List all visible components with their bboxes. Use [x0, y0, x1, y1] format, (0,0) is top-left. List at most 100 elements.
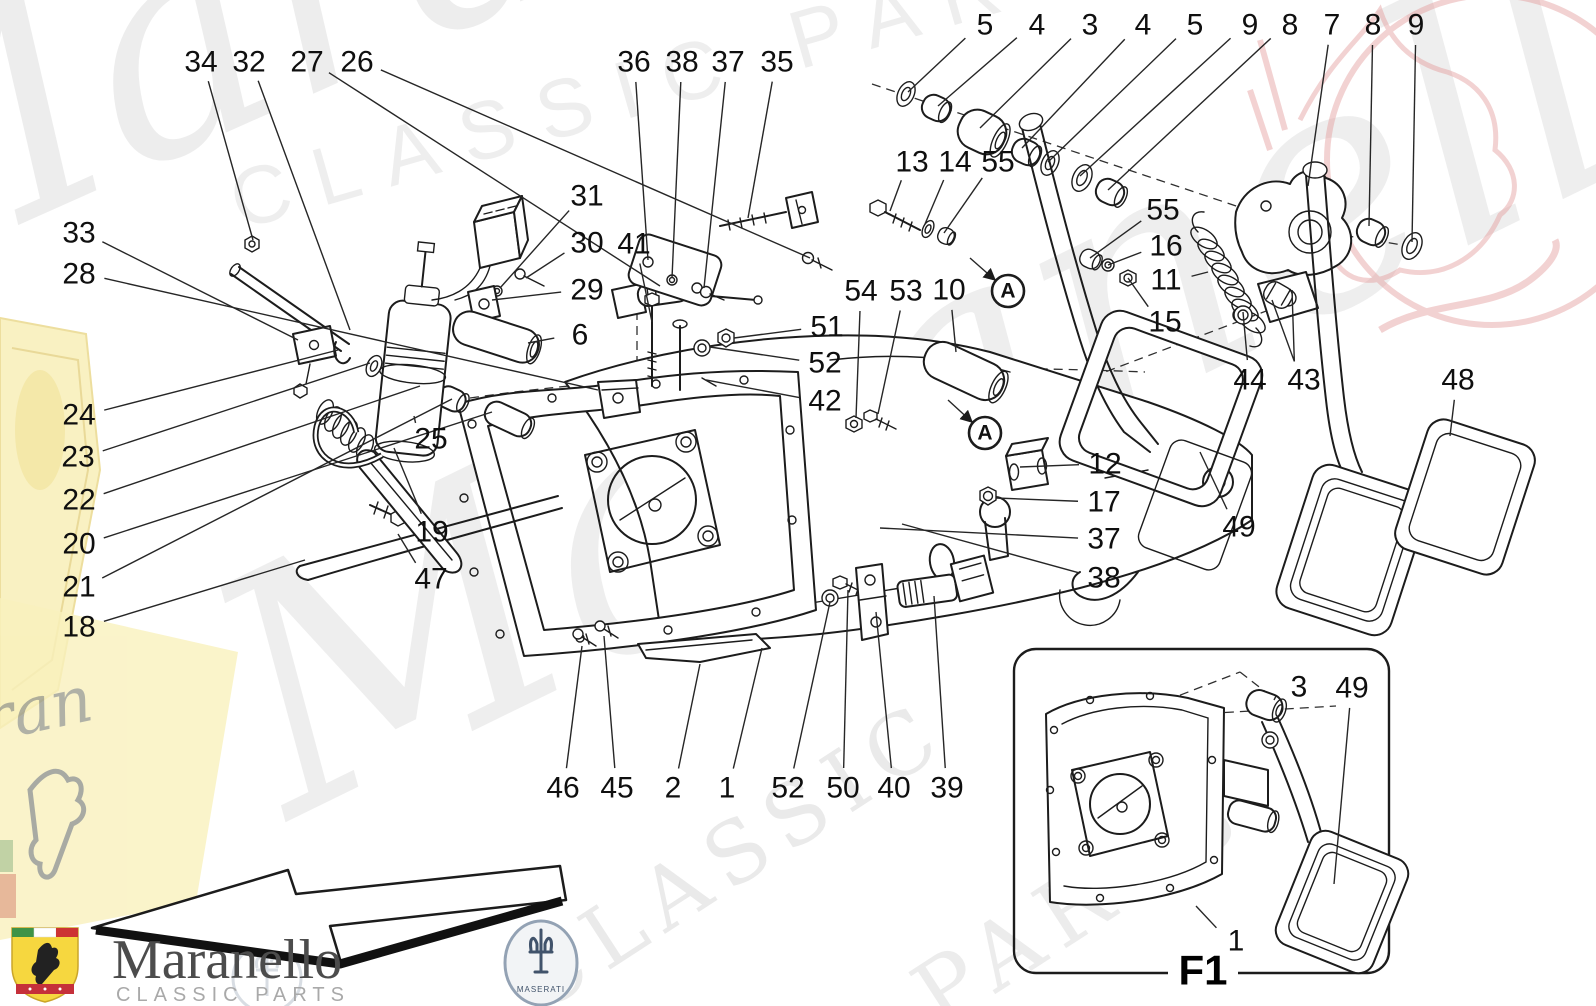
- part-number-37: 37: [711, 46, 744, 79]
- part-number-19: 19: [415, 516, 448, 549]
- part-number-21: 21: [62, 571, 95, 604]
- part-callout-5: 5: [907, 9, 994, 93]
- inset-label-f1: F1: [1178, 947, 1227, 994]
- part-number-26: 26: [340, 46, 373, 79]
- part-number-2: 2: [665, 772, 682, 805]
- part-callout-48: 48: [1441, 364, 1475, 437]
- part-callout-13: 13: [889, 146, 929, 212]
- part-number-36: 36: [617, 46, 650, 79]
- part-number-47: 47: [414, 563, 447, 596]
- part-callout-33: 33: [62, 217, 299, 341]
- part-callout-17: 17: [995, 486, 1121, 519]
- part-number-55: 55: [1146, 194, 1179, 227]
- part-callout-29: 29: [491, 274, 604, 307]
- part-number-13: 13: [895, 146, 928, 179]
- bolt-13-drawing: [869, 199, 957, 246]
- part-number-5: 5: [977, 9, 994, 42]
- part-callout-12: 12: [1019, 448, 1122, 481]
- part-callout-31: 31: [499, 180, 604, 289]
- part-callout-4: 4: [937, 9, 1045, 107]
- part-number-24: 24: [62, 399, 95, 432]
- part-callout-8: 8: [1365, 9, 1381, 227]
- fasteners-53-54-drawing: [845, 409, 897, 433]
- part-callout-3: 3: [979, 9, 1098, 129]
- part-callout-18: 18: [62, 559, 306, 644]
- part-number-7: 7: [1324, 9, 1341, 42]
- part-callout-16: 16: [1107, 230, 1183, 266]
- part-callout-38: 38: [665, 46, 699, 279]
- part-number-54: 54: [844, 275, 877, 308]
- solenoid-drawing: [312, 241, 452, 469]
- part-callout-4: 4: [1021, 9, 1152, 149]
- part-number-35: 35: [760, 46, 793, 79]
- part-number-22: 22: [62, 484, 95, 517]
- part-number-40: 40: [877, 772, 910, 805]
- bottom-bar-drawing: [572, 620, 771, 663]
- part-number-11: 11: [1150, 264, 1181, 297]
- part-callout-47: 47: [397, 533, 448, 596]
- part-callout-8: 8: [1107, 9, 1298, 191]
- part-callout-22: 22: [62, 385, 421, 517]
- part-callout-49: 49: [1333, 672, 1369, 885]
- switch-bracket-cluster-drawing: [821, 554, 995, 641]
- part-number-51: 51: [810, 311, 843, 344]
- part-callout-15: 15: [1127, 277, 1182, 339]
- part-callout-55: 55: [1089, 194, 1180, 259]
- part-callout-26: 26: [340, 46, 811, 259]
- view-marker-a-2: A: [947, 399, 1003, 451]
- part-number-49: 49: [1335, 672, 1368, 705]
- part-number-18: 18: [62, 611, 95, 644]
- part-callout-9: 9: [1408, 9, 1425, 243]
- part-callout-2: 2: [665, 663, 701, 805]
- part-number-50: 50: [826, 772, 859, 805]
- pivot-tube-6-drawing: [452, 310, 543, 365]
- part-number-1: 1: [719, 772, 736, 805]
- part-number-29: 29: [570, 274, 603, 307]
- part-number-46: 46: [546, 772, 579, 805]
- part-number-45: 45: [600, 772, 633, 805]
- part-callout-10: 10: [932, 274, 966, 353]
- part-number-4: 4: [1135, 9, 1152, 42]
- part-number-28: 28: [62, 258, 95, 291]
- part-number-12: 12: [1088, 448, 1121, 481]
- f1-inset: F1: [1012, 647, 1410, 994]
- part-number-43: 43: [1287, 364, 1320, 397]
- part-callout-43: 43: [1271, 289, 1321, 397]
- part-callout-19: 19: [393, 447, 449, 549]
- stop-bracket-drawing: [627, 191, 819, 307]
- part-number-30: 30: [570, 227, 603, 260]
- part-number-25: 25: [414, 423, 447, 456]
- part-callout-40: 40: [875, 611, 911, 805]
- maserati-badge: MASERATI: [503, 919, 579, 1006]
- part-callout-32: 32: [232, 46, 351, 331]
- part-callout-1: 1: [1195, 905, 1244, 958]
- part-callout-24: 24: [62, 349, 339, 432]
- part-callout-51: 51: [733, 311, 844, 344]
- part-number-16: 16: [1149, 230, 1182, 263]
- part-callout-49: 49: [1199, 451, 1256, 544]
- part-callout-46: 46: [546, 645, 583, 805]
- part-number-48: 48: [1441, 364, 1474, 397]
- connector-block-drawing: [431, 195, 545, 323]
- part-callout-41: 41: [617, 228, 653, 323]
- part-callout-3: 3: [1273, 671, 1307, 704]
- part-callout-39: 39: [930, 595, 964, 805]
- part-callout-7: 7: [1307, 9, 1341, 187]
- part-callout-21: 21: [62, 398, 453, 604]
- part-number-31: 31: [570, 180, 603, 213]
- part-number-42: 42: [808, 385, 841, 418]
- part-number-5: 5: [1187, 9, 1204, 42]
- pin-42-group-drawing: [672, 319, 735, 391]
- part-number-39: 39: [930, 772, 963, 805]
- part-number-38: 38: [665, 46, 698, 79]
- part-callout-53: 53: [877, 275, 923, 415]
- view-marker-a-1: A: [969, 257, 1026, 309]
- part-number-49: 49: [1222, 511, 1255, 544]
- part-callout-52: 52: [771, 601, 831, 805]
- part-number-9: 9: [1408, 9, 1425, 42]
- part-callout-38: 38: [901, 523, 1121, 595]
- part-callout-44: 44: [1233, 311, 1267, 397]
- part-callout-37: 37: [879, 523, 1121, 556]
